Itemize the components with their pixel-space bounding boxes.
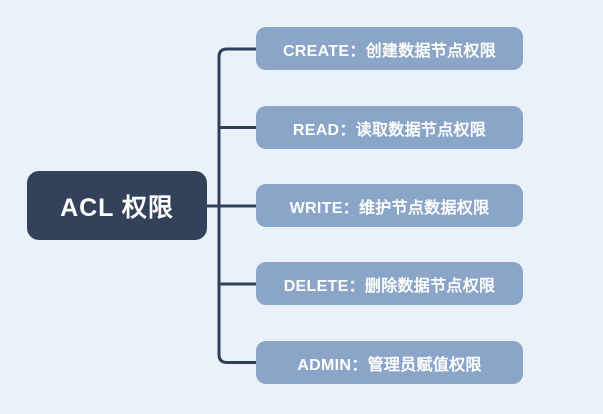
branch-node-label: CREATE：创建数据节点权限 (282, 42, 497, 60)
branch-node-label: ADMIN：管理员赋值权限 (297, 356, 482, 374)
root-node-acl[interactable]: ACL 权限 (27, 171, 207, 240)
branch-node-label: WRITE：维护节点数据权限 (289, 199, 490, 217)
branch-node-label: READ：读取数据节点权限 (292, 121, 487, 139)
branch-node-create[interactable]: CREATE：创建数据节点权限 (256, 27, 523, 70)
branch-node-read[interactable]: READ：读取数据节点权限 (256, 106, 523, 149)
branch-node-admin[interactable]: ADMIN：管理员赋值权限 (256, 341, 523, 384)
branch-node-delete[interactable]: DELETE：删除数据节点权限 (256, 262, 523, 305)
branch-node-label: DELETE：删除数据节点权限 (283, 277, 496, 295)
root-node-label: ACL 权限 (60, 193, 174, 222)
branch-node-write[interactable]: WRITE：维护节点数据权限 (256, 184, 523, 227)
